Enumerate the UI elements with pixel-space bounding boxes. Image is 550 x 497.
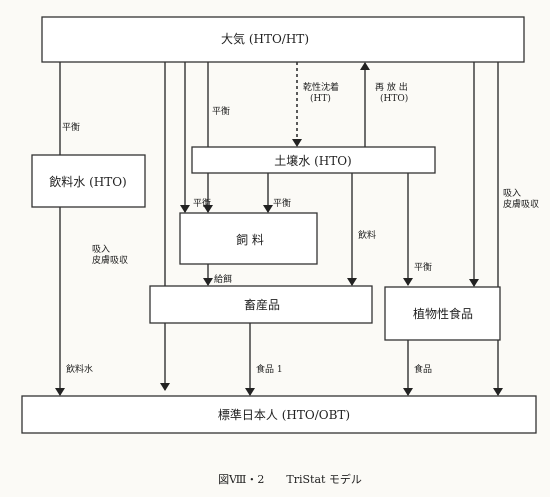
- eq-air-drinking-water-label: 平衡: [62, 121, 80, 133]
- inhale-left-label-1: 吸入: [92, 244, 110, 255]
- drinking-water-flow-label: 飲料水: [66, 363, 93, 375]
- reemission-label-1: 再 放 出: [375, 81, 408, 93]
- dry-deposition-label-2: (HT): [310, 93, 331, 104]
- figure-caption: 図Ⅷ・2 TriStat モデル: [218, 472, 362, 486]
- plant-food-node: 植物性食品: [384, 286, 501, 341]
- inhale-left-label-2: 皮膚吸収: [92, 254, 128, 266]
- eq-air-feed-label: 平衡: [212, 105, 230, 117]
- connectors: [55, 62, 503, 396]
- eq-feed-right-label: 平衡: [273, 197, 291, 209]
- drinking-water-node: 飲料水 (HTO): [31, 154, 146, 208]
- soil-water-node: 土壌水 (HTO): [191, 146, 436, 174]
- inhale-right-label-2: 皮膚吸収: [503, 198, 539, 210]
- drinking-water-label: 飲料水 (HTO): [49, 174, 127, 189]
- soil-water-label: 土壌水 (HTO): [274, 154, 352, 168]
- human-node: 標準日本人 (HTO/OBT): [21, 395, 537, 434]
- human-label: 標準日本人 (HTO/OBT): [218, 407, 350, 422]
- reemission-label-2: (HTO): [380, 93, 408, 104]
- drinking-soil-livestock-label: 飲料: [358, 229, 376, 241]
- livestock-node: 畜産品: [149, 285, 373, 324]
- food-right-label: 食品: [414, 363, 432, 375]
- plant-food-label: 植物性食品: [413, 306, 473, 321]
- feeding-label: 給餌: [214, 273, 232, 285]
- feed-node: 飼 料: [179, 212, 318, 265]
- eq-soil-plant-label: 平衡: [414, 261, 432, 273]
- eq-feed-left-label: 平衡: [193, 197, 211, 209]
- air-node: 大気 (HTO/HT): [41, 16, 525, 63]
- inhale-right-label-1: 吸入: [503, 188, 521, 199]
- dry-deposition-label-1: 乾性沈着: [303, 81, 339, 93]
- air-label: 大気 (HTO/HT): [221, 31, 309, 46]
- food-left-label: 食品 1: [256, 363, 283, 375]
- feed-label: 飼 料: [236, 232, 264, 247]
- livestock-label: 畜産品: [244, 297, 280, 312]
- edge-labels: 平衡 平衡 平衡 平衡 給餌 飲料 平衡 乾性沈着 (HT) 再 放 出 (HT…: [62, 81, 539, 375]
